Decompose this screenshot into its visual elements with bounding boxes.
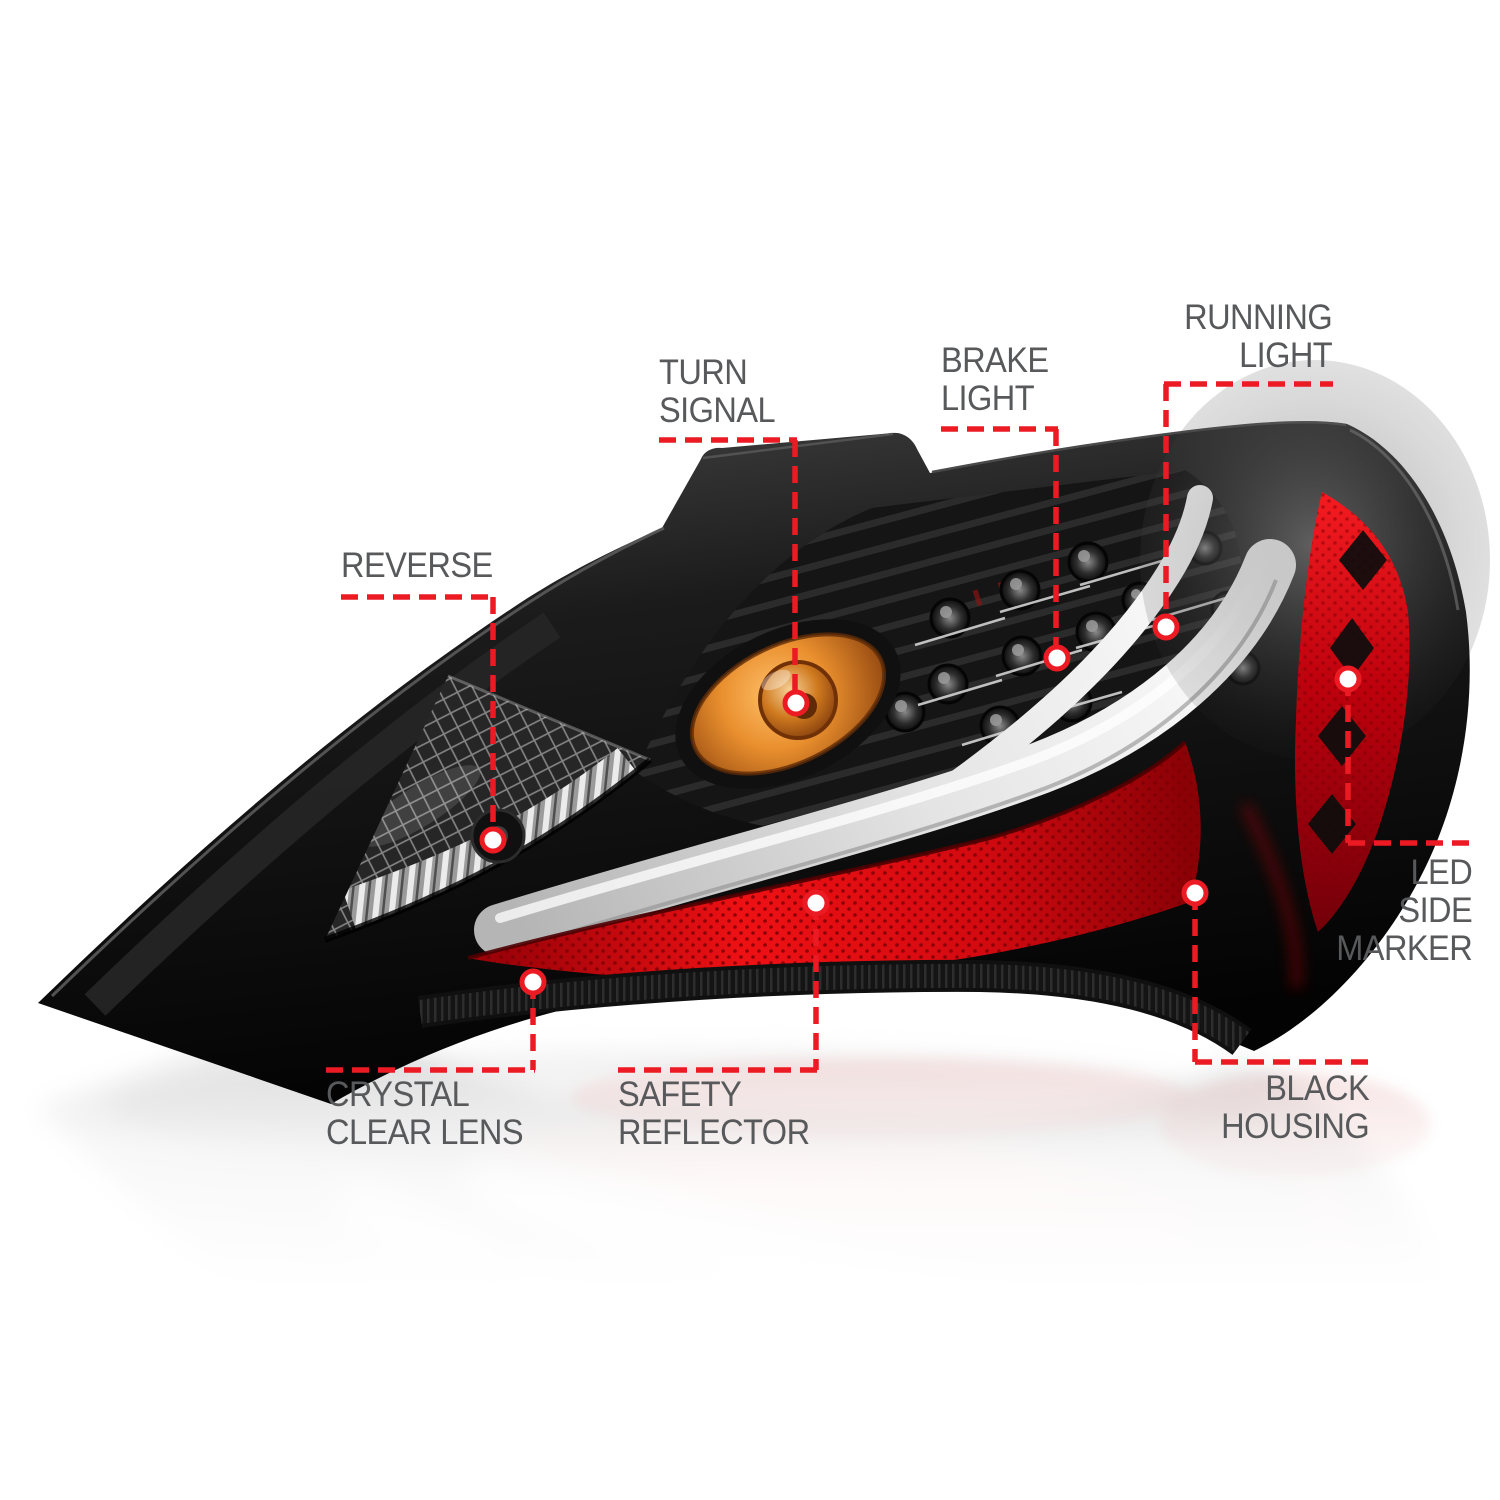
bottom-ribbed-trim bbox=[417, 959, 1252, 1056]
callout-dot-brake-light bbox=[1043, 644, 1071, 672]
safety-reflector-strip bbox=[467, 740, 1201, 980]
callout-dot-running-light bbox=[1152, 613, 1180, 641]
led-side-marker-segment bbox=[1240, 492, 1410, 989]
callout-dot-black-housing bbox=[1181, 879, 1209, 907]
reflection-fade bbox=[0, 1008, 1500, 1500]
callout-dot-safety-reflector bbox=[802, 889, 830, 917]
callout-dot-crystal-clear-lens bbox=[519, 968, 547, 996]
callout-dot-turn-signal bbox=[782, 689, 810, 717]
callout-dot-led-side-marker bbox=[1334, 665, 1362, 693]
tail-light-lamp bbox=[38, 360, 1490, 1104]
callout-dot-reverse bbox=[479, 826, 507, 854]
